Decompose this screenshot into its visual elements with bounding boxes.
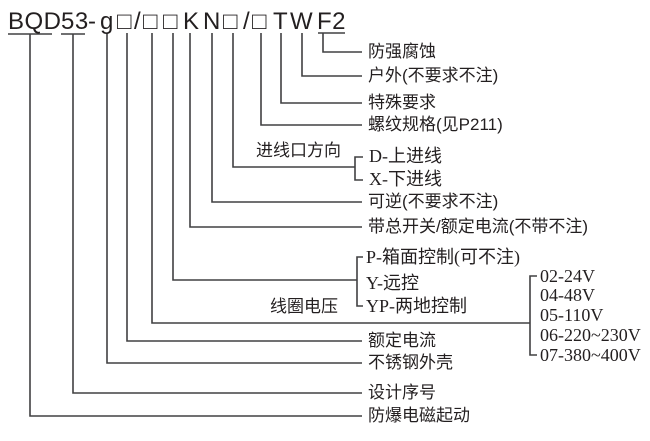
code-design-no: 53 — [61, 8, 89, 35]
code-dash: - — [88, 8, 97, 35]
code-voltage-box: □ — [143, 8, 158, 35]
label-stainless-shell: 不锈钢外壳 — [368, 353, 453, 372]
code-shell: g — [100, 8, 114, 35]
label-inlet-top: D-上进线 — [369, 146, 442, 166]
code-corrosion: F2 — [317, 8, 347, 35]
code-outdoor: W — [290, 8, 314, 35]
code-slash-2: / — [243, 8, 251, 35]
code-control-box: □ — [163, 8, 178, 35]
code-reversible: N — [203, 8, 221, 35]
label-rated-current: 额定电流 — [368, 331, 436, 350]
label-master-switch: 带总开关/额定电流(不带不注) — [368, 217, 589, 236]
code-switch: K — [183, 8, 200, 35]
label-outdoor: 户外(不要求不注) — [368, 66, 499, 85]
code-slash-1: / — [134, 8, 142, 35]
label-voltage-02: 02-24V — [540, 266, 595, 286]
label-special-req: 特殊要求 — [368, 93, 436, 112]
label-ctrl-dual: YP-两地控制 — [366, 296, 468, 316]
label-anti-corrosion: 防强腐蚀 — [368, 42, 436, 61]
code-series: BQD — [8, 8, 62, 35]
label-thread-spec: 螺纹规格(见P211) — [368, 115, 503, 134]
label-voltage-06: 06-220~230V — [540, 325, 641, 345]
code-special: T — [273, 8, 289, 35]
label-design-serial: 设计序号 — [368, 383, 436, 402]
code-thread-box: □ — [252, 8, 267, 35]
label-inlet-direction: 进线口方向 — [256, 141, 341, 160]
code-inlet-box: □ — [223, 8, 238, 35]
code-current-box: □ — [117, 8, 132, 35]
label-voltage-04: 04-48V — [540, 285, 595, 305]
label-voltage-07: 07-380~400V — [540, 345, 641, 365]
label-coil-voltage: 线圈电压 — [270, 297, 338, 316]
label-reversible: 可逆(不要求不注) — [368, 192, 499, 211]
label-ctrl-panel: P-箱面控制(可不注) — [366, 247, 520, 267]
label-explosion-proof: 防爆电磁起动 — [368, 406, 470, 425]
label-voltage-05: 05-110V — [540, 305, 604, 325]
label-ctrl-remote: Y-远控 — [366, 273, 419, 293]
label-inlet-bottom: X-下进线 — [369, 169, 442, 189]
